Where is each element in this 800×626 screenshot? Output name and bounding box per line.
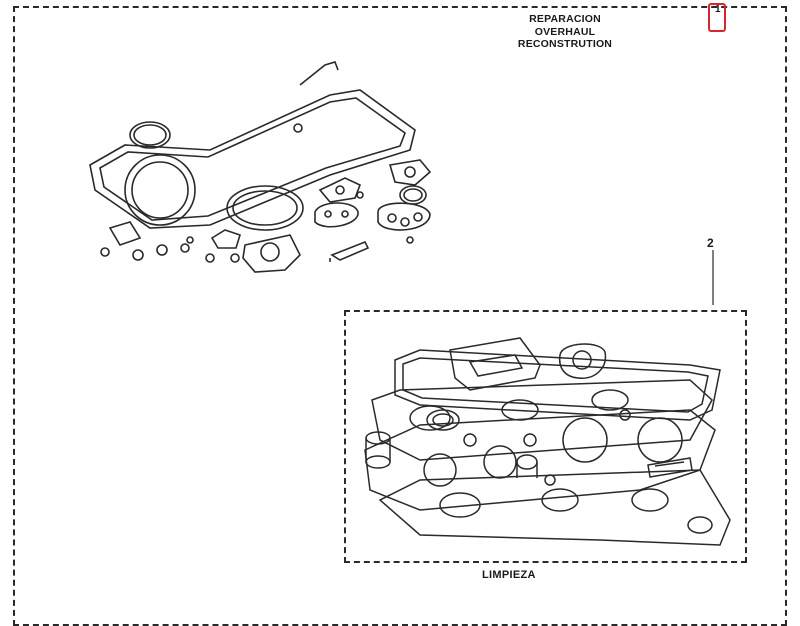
cleaning-kit-caption: LIMPIEZA bbox=[482, 569, 536, 581]
item-1-number: 1 bbox=[715, 4, 721, 15]
item-2-number[interactable]: 2 bbox=[707, 236, 714, 250]
cleaning-gasket-kit-illustration bbox=[364, 337, 731, 546]
page-title: REPARACION OVERHAUL RECONSTRUTION bbox=[505, 13, 625, 51]
cleaning-kit-dashed-box bbox=[344, 310, 747, 563]
title-line-spanish: REPARACION bbox=[529, 13, 601, 25]
title-line-english: OVERHAUL bbox=[534, 25, 596, 38]
overhaul-gasket-kit-illustration bbox=[89, 61, 714, 305]
item-1-highlight-box[interactable]: 1 bbox=[708, 3, 726, 32]
title-line-portuguese: RECONSTRUTION bbox=[517, 38, 613, 50]
